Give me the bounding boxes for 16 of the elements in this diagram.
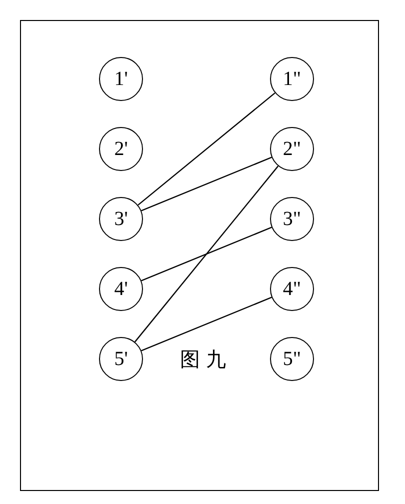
connector-line (141, 226, 272, 282)
connector-line (141, 296, 272, 352)
circle-node: 2' (99, 127, 143, 171)
circle-node: 3" (270, 197, 314, 241)
connector-line (138, 92, 276, 206)
circle-node: 1" (270, 57, 314, 101)
connector-line (134, 166, 279, 342)
circle-node: 1' (99, 57, 143, 101)
circle-node: 4' (99, 267, 143, 311)
circle-node: 5" (270, 337, 314, 381)
connector-line (141, 156, 272, 212)
circle-node: 3' (99, 197, 143, 241)
figure-caption: 图九 (180, 346, 232, 373)
circle-node: 5' (99, 337, 143, 381)
circle-node: 2" (270, 127, 314, 171)
circle-node: 4" (270, 267, 314, 311)
